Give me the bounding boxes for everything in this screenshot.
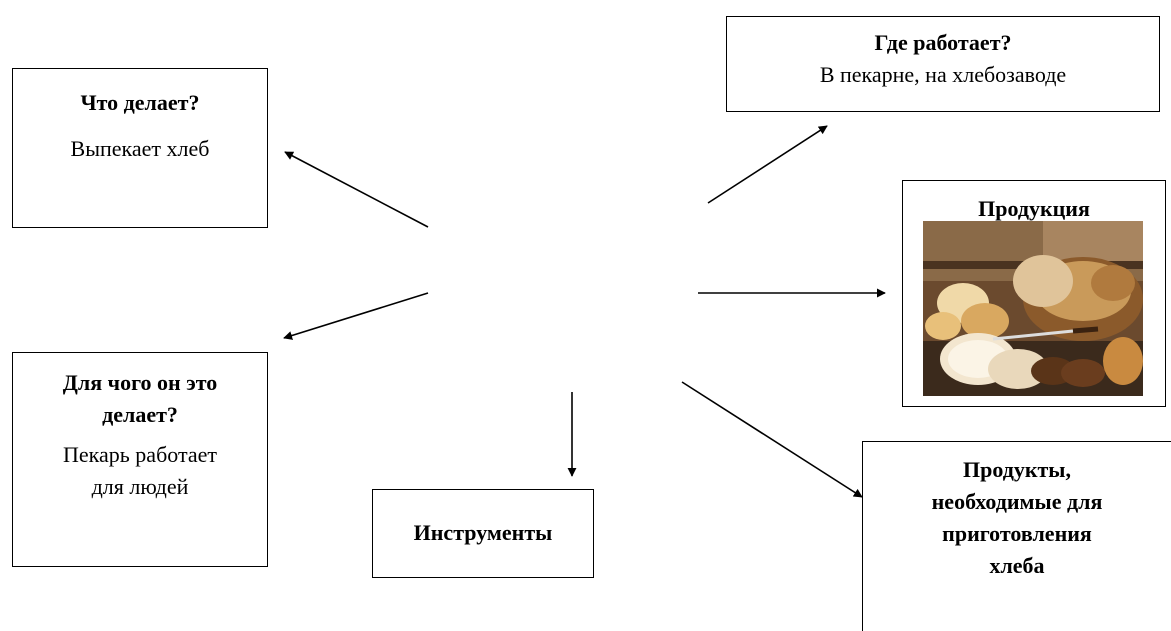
arrow-to-where (707, 125, 828, 204)
why-answer-line1: Пекарь работает (63, 441, 217, 467)
ingredients-line1: Продукты, (962, 457, 1071, 482)
where-question: Где работает? (874, 30, 1012, 55)
products-title: Продукция (978, 196, 1090, 221)
ingredients-box: Продукты, необходимые для приготовления … (862, 441, 1171, 631)
tools-title: Инструменты (413, 520, 553, 545)
where-works-box: Где работает? В пекарне, на хлебозаводе (726, 16, 1160, 112)
tools-box: Инструменты (372, 489, 594, 578)
arrow-to-why (283, 292, 429, 340)
ingredients-line4: хлеба (989, 552, 1045, 578)
ingredients-line3: приготовления (942, 520, 1092, 546)
what-does-box: Что делает? Выпекает хлеб (12, 68, 268, 228)
why-question-line1: Для чого он это (62, 370, 218, 395)
why-box: Для чого он это делает? Пекарь работает … (12, 352, 268, 567)
what-question: Что делает? (80, 90, 200, 115)
arrow-to-ingredients (681, 381, 863, 498)
what-answer: Выпекает хлеб (70, 135, 210, 161)
bread-image (923, 221, 1143, 396)
arrow-to-what (284, 151, 429, 228)
why-question-line2: делает? (102, 401, 178, 427)
ingredients-line2: необходимые для (931, 488, 1103, 514)
products-box: Продукция (902, 180, 1166, 407)
why-answer-line2: для людей (91, 473, 189, 499)
where-answer: В пекарне, на хлебозаводе (819, 61, 1067, 87)
